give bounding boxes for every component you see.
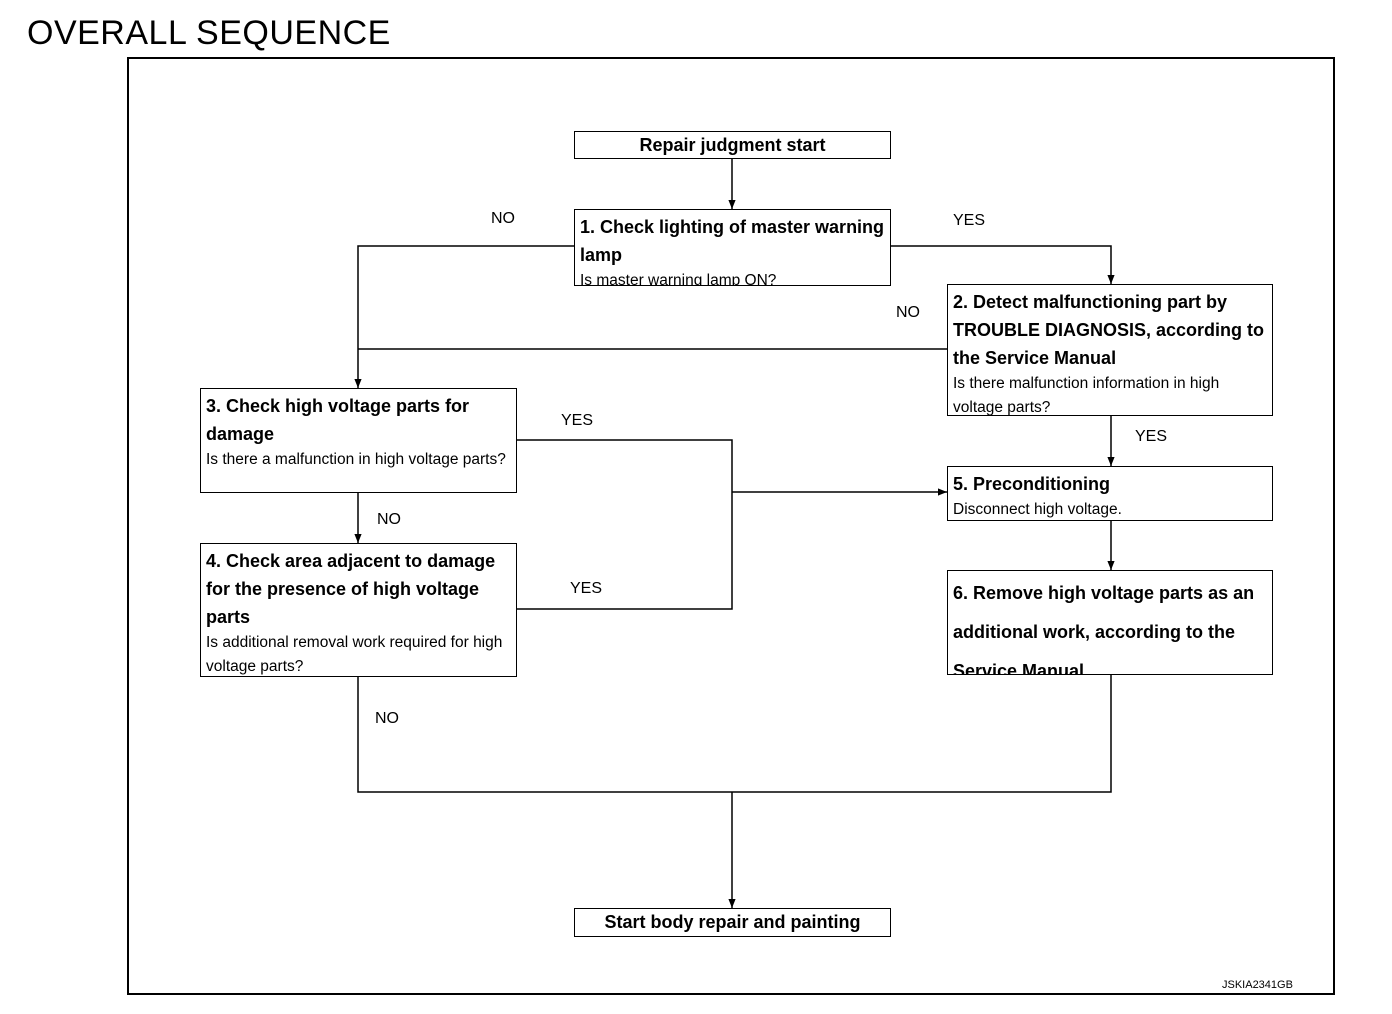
step4-no-label: NO <box>375 710 399 727</box>
step-5-title: 5. Preconditioning <box>953 474 1111 494</box>
step-6-title: 6. Remove high voltage parts as an addit… <box>953 583 1255 675</box>
end-terminal: Start body repair and painting <box>574 908 891 937</box>
diagram-frame <box>127 57 1335 995</box>
figure-code: JSKIA2341GB <box>1222 979 1293 991</box>
connector-step4-no <box>357 675 1112 793</box>
start-terminal: Repair judgment start <box>574 131 891 159</box>
step2-no-label: NO <box>896 304 920 321</box>
step-1-title: 1. Check lighting of master warning lamp <box>580 217 885 265</box>
step-5-box: 5. Preconditioning Disconnect high volta… <box>947 466 1273 521</box>
step3-no-label: NO <box>377 511 401 528</box>
step-4-question: Is additional removal work required for … <box>206 634 503 675</box>
step1-no-label: NO <box>491 210 515 227</box>
step-2-question: Is there malfunction information in high… <box>953 375 1220 416</box>
step-3-question: Is there a malfunction in high voltage p… <box>206 451 506 468</box>
step-2-box: 2. Detect malfunctioning part by TROUBLE… <box>947 284 1273 416</box>
step2-yes-label: YES <box>1135 428 1168 445</box>
step-1-question: Is master warning lamp ON? <box>580 272 777 286</box>
page-title: OVERALL SEQUENCE <box>27 14 391 52</box>
step1-yes-label: YES <box>953 212 986 229</box>
step3-yes-label: YES <box>561 412 594 429</box>
step-6-box: 6. Remove high voltage parts as an addit… <box>947 570 1273 675</box>
connector-step1-no <box>354 245 574 388</box>
step-4-box: 4. Check area adjacent to damage for the… <box>200 543 517 677</box>
end-label: Start body repair and painting <box>604 912 861 932</box>
step-5-question: Disconnect high voltage. <box>953 501 1122 518</box>
step-3-box: 3. Check high voltage parts for damage I… <box>200 388 517 493</box>
connector-step3-yes <box>517 439 733 610</box>
step-3-title: 3. Check high voltage parts for damage <box>206 396 470 444</box>
connector-step1-yes <box>891 245 1115 284</box>
start-label: Repair judgment start <box>639 134 826 155</box>
step-4-title: 4. Check area adjacent to damage for the… <box>206 551 496 627</box>
step-1-box: 1. Check lighting of master warning lamp… <box>574 209 891 286</box>
step-2-title: 2. Detect malfunctioning part by TROUBLE… <box>953 292 1265 368</box>
step4-yes-label: YES <box>570 580 603 597</box>
